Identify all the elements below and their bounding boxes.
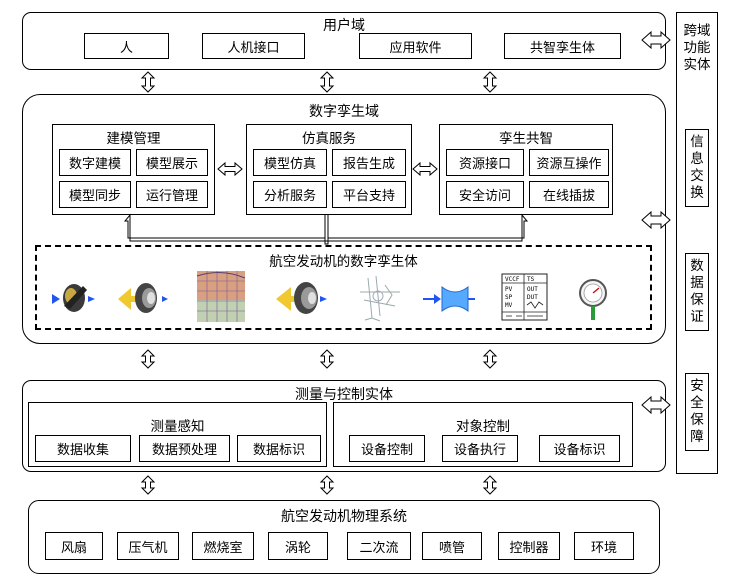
modeling-item: 数字建模	[59, 149, 131, 176]
sensing-item: 数据标识	[237, 435, 321, 462]
controller-label: MV	[505, 302, 513, 309]
control-item: 设备标识	[539, 435, 620, 462]
combustor-mesh-icon	[196, 271, 246, 322]
engine-twin-title: 航空发动机的数字孪生体	[269, 254, 418, 270]
user-item-hmi: 人机接口	[202, 33, 305, 59]
modeling-item: 模型展示	[136, 149, 208, 176]
sharing-item: 安全访问	[446, 181, 524, 208]
double-arrow-icon	[319, 71, 335, 93]
simulation-services-panel: 仿真服务 模型仿真 报告生成 分析服务 平台支持	[246, 124, 412, 215]
simulation-item: 报告生成	[332, 149, 406, 176]
controller-label: TS	[527, 276, 535, 283]
secondary-flow-icon	[360, 275, 400, 322]
user-domain-title: 用户域	[323, 18, 365, 34]
turbine-icon	[276, 282, 327, 314]
simulation-item: 模型仿真	[253, 149, 327, 176]
measure-domain-title: 测量与控制实体	[295, 387, 393, 403]
data-assurance-box: 数据 保证	[685, 253, 709, 331]
controller-label: VCCF	[505, 276, 520, 283]
physical-item: 燃烧室	[192, 532, 254, 560]
physical-item: 二次流	[347, 532, 411, 560]
double-arrow-icon	[641, 210, 671, 230]
engine-digital-twin-box: 航空发动机的数字孪生体	[35, 245, 652, 330]
sharing-item: 资源互操作	[529, 149, 609, 176]
physical-domain-title: 航空发动机物理系统	[281, 509, 407, 525]
cross-domain-title: 跨域 功能 实体	[683, 22, 711, 73]
info-exchange-box: 信息 交换	[685, 129, 709, 207]
object-control-panel: 对象控制 设备控制 设备执行 设备标识	[333, 402, 633, 467]
double-arrow-icon	[482, 71, 498, 93]
double-arrow-icon	[482, 349, 498, 369]
simulation-item: 平台支持	[332, 181, 406, 208]
cross-domain-column: 跨域 功能 实体 信息 交换 数据 保证 安全 保障	[676, 12, 718, 474]
measurement-control-domain: 测量与控制实体 测量感知 数据收集 数据预处理 数据标识 对象控制 设备控制 设…	[22, 380, 666, 472]
sensing-title: 测量感知	[150, 419, 205, 435]
simulation-title: 仿真服务	[302, 131, 356, 147]
modeling-management-panel: 建模管理 数字建模 模型展示 模型同步 运行管理	[52, 124, 215, 215]
user-item-app-software: 应用软件	[359, 33, 472, 59]
controller-label: DUT	[527, 294, 538, 301]
control-item: 设备执行	[442, 435, 518, 462]
sensing-item: 数据收集	[35, 435, 131, 462]
user-item-shared-twin: 共智孪生体	[504, 33, 621, 59]
physical-item: 环境	[574, 532, 634, 560]
double-arrow-icon	[140, 475, 156, 495]
modeling-title: 建模管理	[106, 131, 161, 147]
controller-label: OUT	[527, 286, 538, 293]
physical-item: 控制器	[498, 532, 560, 560]
double-arrow-icon	[319, 349, 335, 369]
physical-item: 压气机	[117, 532, 179, 560]
control-item: 设备控制	[349, 435, 425, 462]
double-arrow-icon	[412, 161, 438, 177]
double-arrow-icon	[319, 475, 335, 495]
double-arrow-icon	[217, 161, 243, 177]
control-title: 对象控制	[456, 419, 510, 435]
sharing-title: 孪生共智	[499, 131, 553, 147]
physical-item: 涡轮	[268, 532, 328, 560]
nozzle-icon	[423, 285, 475, 313]
physical-item: 风扇	[45, 532, 103, 560]
twin-domain-title: 数字孪生域	[309, 104, 379, 120]
fan-icon	[52, 284, 95, 312]
twin-sharing-panel: 孪生共智 资源接口 资源互操作 安全访问 在线插拔	[439, 124, 613, 215]
sensing-item: 数据预处理	[139, 435, 230, 462]
double-arrow-icon	[140, 71, 156, 93]
double-arrow-icon	[641, 30, 671, 50]
measurement-sensing-panel: 测量感知 数据收集 数据预处理 数据标识	[28, 402, 327, 467]
physical-system-domain: 航空发动机物理系统 风扇 压气机 燃烧室 涡轮 二次流 喷管 控制器 环境	[28, 500, 660, 574]
double-arrow-icon	[482, 475, 498, 495]
compressor-icon	[118, 283, 168, 313]
controller-panel-icon: VCCF TS PV SP MV OUT DUT	[501, 273, 548, 321]
controller-label: SP	[505, 294, 513, 301]
user-domain: 用户域 人 人机接口 应用软件 共智孪生体	[22, 12, 666, 70]
twin-panel-connector	[123, 213, 529, 245]
controller-label: PV	[505, 286, 513, 293]
physical-item: 喷管	[422, 532, 482, 560]
user-item-person: 人	[84, 33, 169, 59]
modeling-item: 运行管理	[136, 181, 208, 208]
sharing-item: 资源接口	[446, 149, 524, 176]
gauge-icon	[579, 279, 607, 320]
security-box: 安全 保障	[685, 373, 709, 451]
simulation-item: 分析服务	[253, 181, 327, 208]
modeling-item: 模型同步	[59, 181, 131, 208]
sharing-item: 在线插拔	[529, 181, 609, 208]
double-arrow-icon	[140, 349, 156, 369]
double-arrow-icon	[641, 395, 671, 415]
